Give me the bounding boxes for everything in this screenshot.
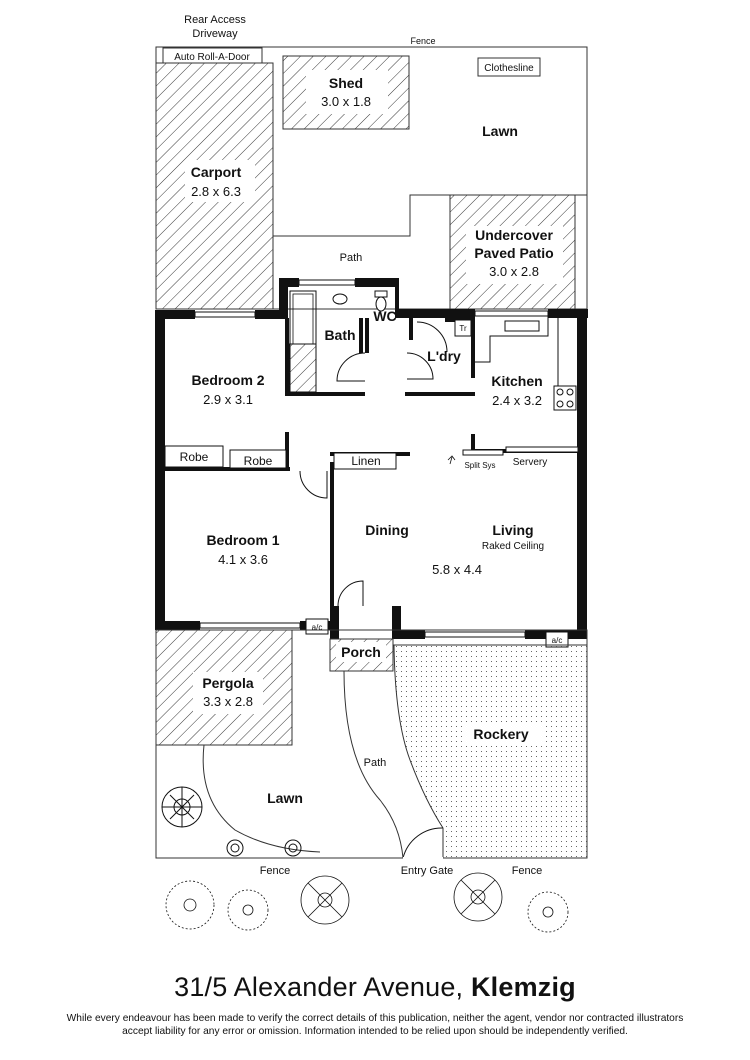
patio-size: 3.0 x 2.8 — [489, 264, 539, 279]
lawn-edge-front — [202, 744, 321, 853]
shed-size: 3.0 x 1.8 — [321, 94, 371, 109]
path-front-label: Path — [364, 757, 387, 769]
clothesline-label: Clothesline — [484, 63, 534, 74]
sink — [504, 320, 540, 332]
small-shrub-icon — [226, 839, 302, 857]
driveway-label: Driveway — [192, 28, 238, 40]
tree-icons — [165, 872, 569, 933]
robe-left-label: Robe — [180, 450, 209, 464]
kitchen-size: 2.4 x 3.2 — [492, 393, 542, 408]
rockery-area — [393, 644, 588, 859]
split-sys-label: Split Sys — [464, 461, 495, 470]
fence-bottom-left-label: Fence — [260, 865, 291, 877]
servery-label: Servery — [513, 457, 547, 468]
address-suburb: Klemzig — [470, 972, 576, 1002]
shed-label: Shed — [329, 75, 363, 91]
toilet-cistern — [374, 290, 388, 298]
living-label: Living — [492, 522, 533, 538]
rear-access-label: Rear Access — [184, 14, 246, 26]
bedroom1-size: 4.1 x 3.6 — [218, 552, 268, 567]
robe-right-box — [229, 449, 287, 469]
robe-left-box — [164, 445, 224, 468]
rockery-label-bg — [462, 722, 542, 746]
carport-label-bg — [185, 160, 255, 202]
split-sys-unit — [462, 449, 504, 456]
fence-bottom-right-label: Fence — [512, 865, 543, 877]
clothesline-box — [477, 57, 541, 77]
entry-gate-label: Entry Gate — [401, 865, 454, 877]
wc-label: WC — [373, 308, 396, 324]
fence-top-label: Fence — [410, 36, 435, 46]
bedroom2-label: Bedroom 2 — [191, 372, 264, 388]
cooktop — [553, 385, 577, 411]
lawn-rear-label: Lawn — [482, 123, 518, 139]
property-address: 31/5 Alexander Avenue, Klemzig — [0, 972, 750, 1003]
porch-label: Porch — [341, 644, 381, 660]
dining-label: Dining — [365, 522, 409, 538]
windows — [194, 279, 549, 638]
bedroom2-size: 2.9 x 3.1 — [203, 392, 253, 407]
tr-label: Tr — [459, 324, 467, 333]
bedroom1-label: Bedroom 1 — [206, 532, 279, 548]
patio-label-1: Undercover — [475, 227, 553, 243]
roll-a-door-label: Auto Roll-A-Door — [174, 52, 250, 63]
door-swings — [299, 321, 448, 859]
path-rear-label: Path — [340, 252, 363, 264]
bathtub-inner — [292, 293, 314, 345]
ac-left-label: a/c — [312, 623, 323, 632]
pergola-size: 3.3 x 2.8 — [203, 694, 253, 709]
raked-ceiling-label: Raked Ceiling — [482, 541, 544, 552]
cooktop-burners — [556, 388, 574, 408]
shrub-icon — [161, 786, 203, 828]
disclaimer: While every endeavour has been made to v… — [66, 1013, 684, 1037]
patio-label-2: Paved Patio — [474, 245, 553, 261]
roll-a-door-box — [162, 47, 263, 64]
front-path-left-edge — [343, 670, 404, 859]
pergola-label-bg — [193, 672, 263, 714]
linen-box — [333, 452, 397, 470]
laundry-label: L'dry — [427, 348, 461, 364]
kitchen-bench — [475, 316, 549, 363]
address-street: 31/5 Alexander Avenue, — [174, 972, 464, 1002]
carport-label: Carport — [191, 164, 242, 180]
lawn-front-label: Lawn — [267, 790, 303, 806]
living-size: 5.8 x 4.4 — [432, 562, 482, 577]
patio-label-bg — [466, 226, 563, 284]
basin — [332, 293, 348, 305]
split-sys-arrow — [447, 455, 456, 465]
kitchen-label: Kitchen — [491, 373, 542, 389]
tr-box — [454, 319, 472, 337]
shower-area — [288, 343, 317, 393]
shed-label-bg — [306, 70, 388, 114]
porch-label-bg — [336, 642, 386, 662]
carport-size: 2.8 x 6.3 — [191, 184, 241, 199]
toilet-bowl — [375, 296, 387, 312]
rockery-label: Rockery — [473, 726, 528, 742]
pergola-label: Pergola — [202, 675, 254, 691]
robe-right-label: Robe — [244, 454, 273, 468]
bath-label: Bath — [324, 327, 355, 343]
ac-right-label: a/c — [552, 636, 563, 645]
linen-label: Linen — [351, 454, 380, 468]
servery-counter — [505, 446, 579, 453]
